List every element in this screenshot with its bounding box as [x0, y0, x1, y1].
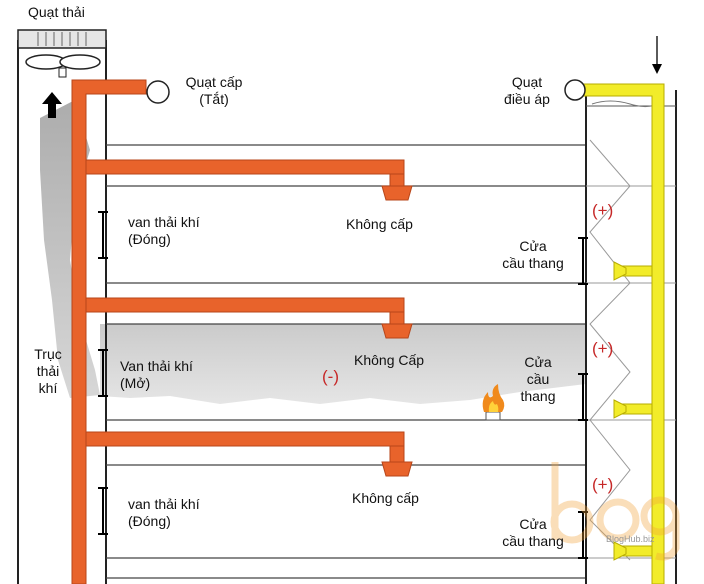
watermark-text: BlogHub.biz [606, 534, 655, 544]
damper-mid-label: Van thải khí (Mở) [120, 358, 193, 391]
positive-pressure-mid: (+) [592, 339, 614, 358]
fan-icon [25, 54, 101, 78]
stair-flights [589, 139, 631, 561]
fire-icon [482, 384, 505, 421]
shaft-smoke [40, 100, 100, 398]
supply-fan-icon [146, 80, 170, 104]
supply-fan-label: Quạt cấp (Tắt) [185, 74, 243, 107]
no-supply-bottom-label: Không cấp [352, 490, 419, 506]
pressurization-duct [577, 83, 665, 584]
watermark-logo [550, 462, 680, 561]
stair-door-top [578, 237, 588, 285]
positive-pressure-top: (+) [592, 201, 614, 220]
floor-smoke [100, 324, 586, 404]
negative-pressure-sign: (-) [322, 367, 339, 386]
positive-pressure-bottom: (+) [592, 475, 614, 494]
damper-bottom-label: van thải khí (Đóng) [128, 496, 200, 529]
stair-door-top-label: Cửa cầu thang [502, 238, 564, 271]
exhaust-fan-label: Quạt thải [28, 4, 85, 20]
floor-slabs [106, 144, 586, 579]
no-supply-mid-label: Không Cấp [354, 352, 425, 368]
stair-door-bottom-label: Cửa cầu thang [502, 516, 564, 549]
stair-door-bottom [578, 511, 588, 559]
stair-door-mid [578, 373, 588, 421]
pressure-fan-icon [564, 79, 586, 101]
damper-top-label: van thải khí (Đóng) [128, 214, 200, 247]
exhaust-fan-grille [37, 32, 87, 46]
supply-duct [71, 79, 413, 584]
exhaust-shaft-label: Trục thải khí [34, 346, 62, 396]
stair-door-mid-label: Cửa cầu thang [520, 354, 556, 404]
arrow-up-icon [42, 92, 62, 118]
damper-icon [98, 211, 108, 535]
no-supply-top-label: Không cấp [346, 216, 413, 232]
pressure-fan-label: Quạt điều áp [504, 74, 550, 107]
